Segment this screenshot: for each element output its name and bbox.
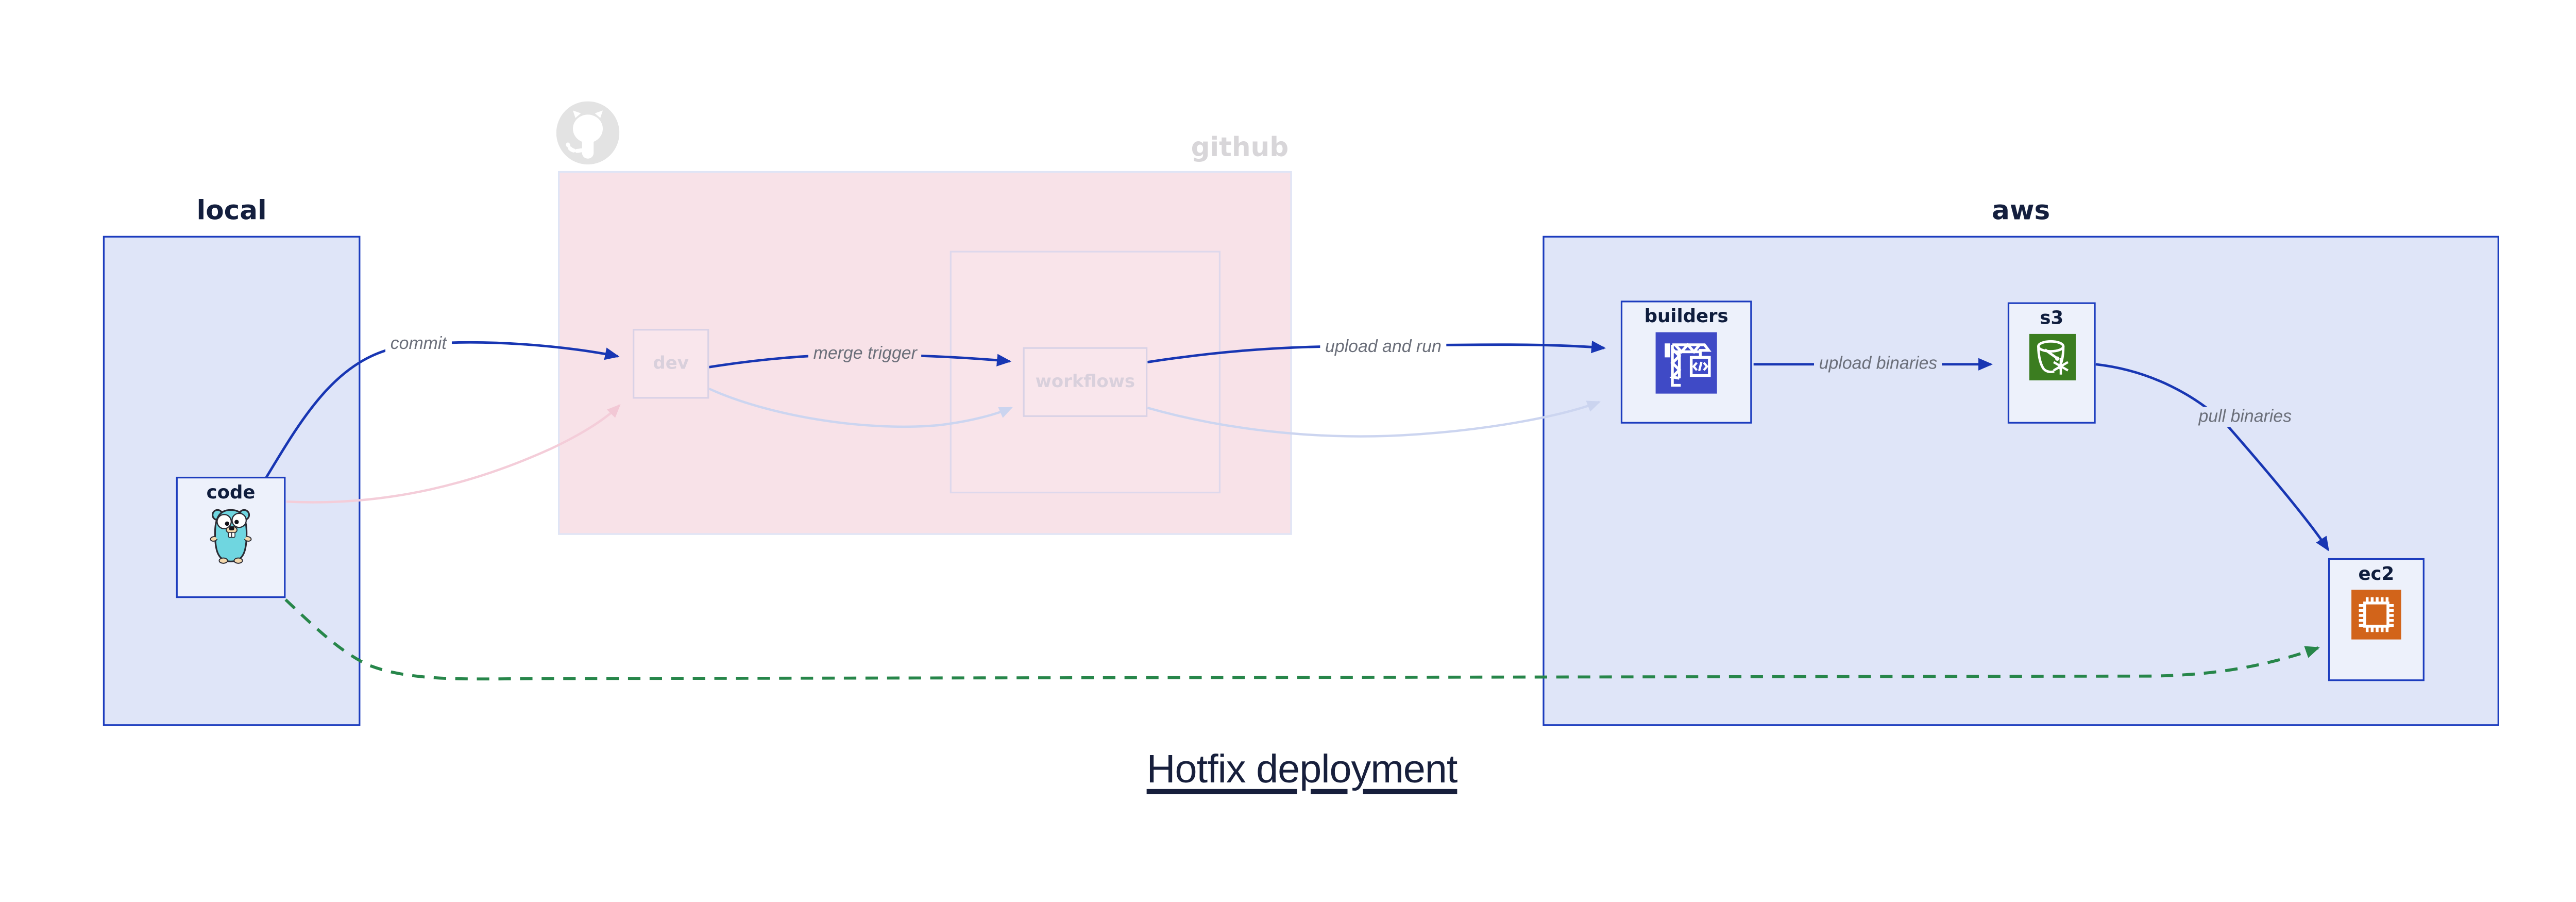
diagram-title-text: Hotfix deployment	[1146, 747, 1458, 793]
cluster-label-aws: aws	[1992, 194, 2050, 226]
diagram-title: Hotfix deployment	[0, 747, 2576, 794]
node-label: code	[206, 481, 256, 504]
edge-label-pull-binaries: pull binaries	[2193, 407, 2297, 427]
node-label: ec2	[2358, 563, 2395, 585]
edge-label-commit: commit	[385, 333, 452, 354]
node-label: dev	[653, 354, 689, 374]
node-builders: builders	[1620, 300, 1752, 424]
go-gopher-icon	[210, 509, 252, 564]
node-ec2: ec2	[2328, 558, 2425, 681]
node-label: builders	[1644, 305, 1728, 327]
node-workflows: workflows	[1023, 347, 1148, 417]
ec2-chip-icon	[2351, 590, 2401, 640]
s3-bucket-icon	[2028, 333, 2075, 381]
cluster-label-local: local	[196, 194, 267, 226]
node-label: workflows	[1035, 372, 1136, 392]
edge-label-upload-and-run: upload and run	[1320, 337, 1447, 357]
node-label: s3	[2040, 307, 2064, 329]
node-s3: s3	[2007, 302, 2096, 424]
edge-label-upload-binaries: upload binaries	[1814, 354, 1942, 374]
cluster-label-github: github	[1191, 131, 1289, 163]
node-dev: dev	[633, 329, 709, 399]
github-octocat-icon	[556, 101, 620, 165]
edge-label-merge-trigger: merge trigger	[808, 344, 922, 364]
codebuild-crane-icon	[1655, 332, 1717, 394]
node-code: code	[176, 476, 286, 598]
